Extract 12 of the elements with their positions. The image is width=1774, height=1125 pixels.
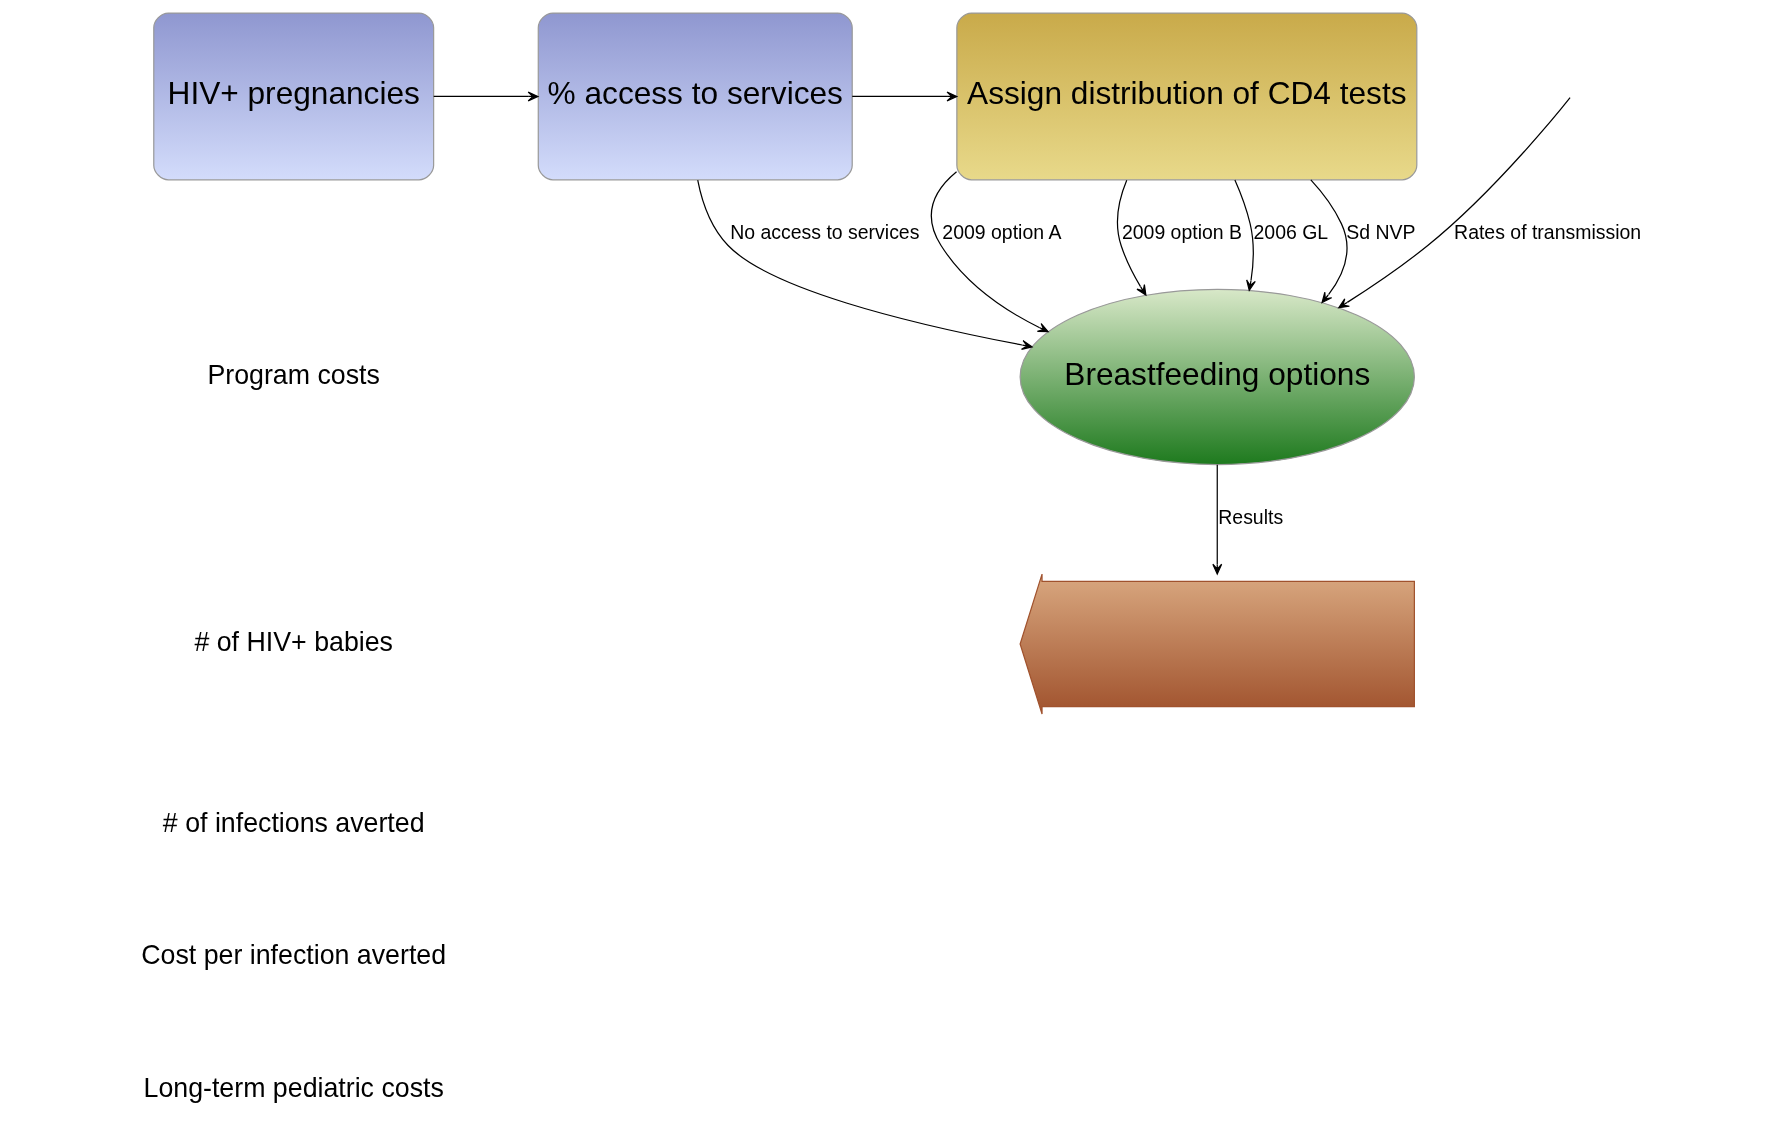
edge-label: 2009 option B [1121, 221, 1242, 244]
edge-label: Rates of transmission [1453, 221, 1641, 244]
edge-label: 2009 option A [941, 221, 1061, 244]
label: # of infections averted [162, 807, 425, 838]
label: Cost per infection averted [140, 940, 446, 971]
label: Long-term pediatric costs [143, 1072, 444, 1103]
label: Program costs [206, 359, 380, 390]
edge-label: 2006 GL [1253, 221, 1328, 244]
edge-label: Results [1217, 505, 1283, 528]
edge-label: Sd NVP [1345, 221, 1416, 244]
label: # of HIV+ babies [193, 626, 393, 657]
edge-label: No access to services [729, 221, 919, 244]
